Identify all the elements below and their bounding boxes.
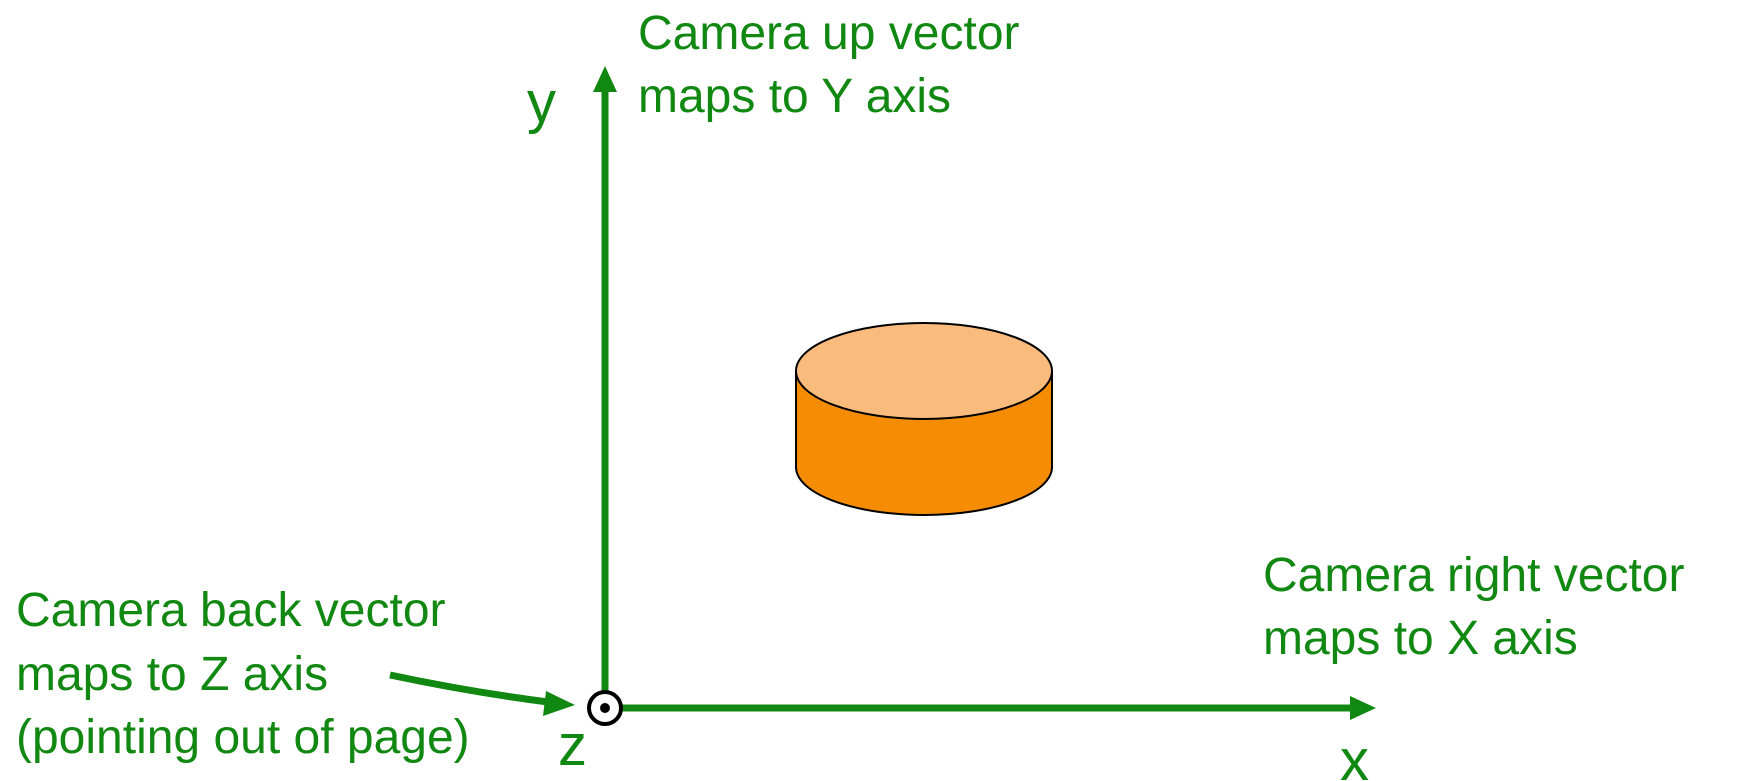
- up-vector-note-line2: maps to Y axis: [638, 70, 951, 123]
- z-axis-label: z: [558, 713, 587, 778]
- x-axis: [618, 696, 1376, 720]
- y-axis: [593, 66, 617, 705]
- right-vector-note-line1: Camera right vector: [1263, 549, 1684, 602]
- back-vector-pointer-arrowhead: [543, 691, 575, 716]
- z-axis-out-of-page-symbol: [587, 690, 623, 726]
- back-vector-note-line1: Camera back vector: [16, 584, 446, 637]
- back-vector-pointer-line: [389, 671, 549, 706]
- back-vector-pointer-arrow: [389, 671, 575, 716]
- back-vector-note-line2: maps to Z axis: [16, 648, 328, 701]
- right-vector-note-line2: maps to X axis: [1263, 612, 1578, 665]
- cylinder-top: [795, 322, 1053, 420]
- x-axis-arrowhead: [1350, 696, 1376, 720]
- y-axis-arrowhead: [593, 66, 617, 92]
- up-vector-note-line1: Camera up vector: [638, 7, 1020, 60]
- x-axis-label: x: [1340, 728, 1369, 781]
- z-axis-dot: [600, 703, 610, 713]
- y-axis-label: y: [527, 70, 556, 135]
- cylinder-object: [795, 322, 1053, 516]
- back-vector-note-line3: (pointing out of page): [16, 711, 470, 764]
